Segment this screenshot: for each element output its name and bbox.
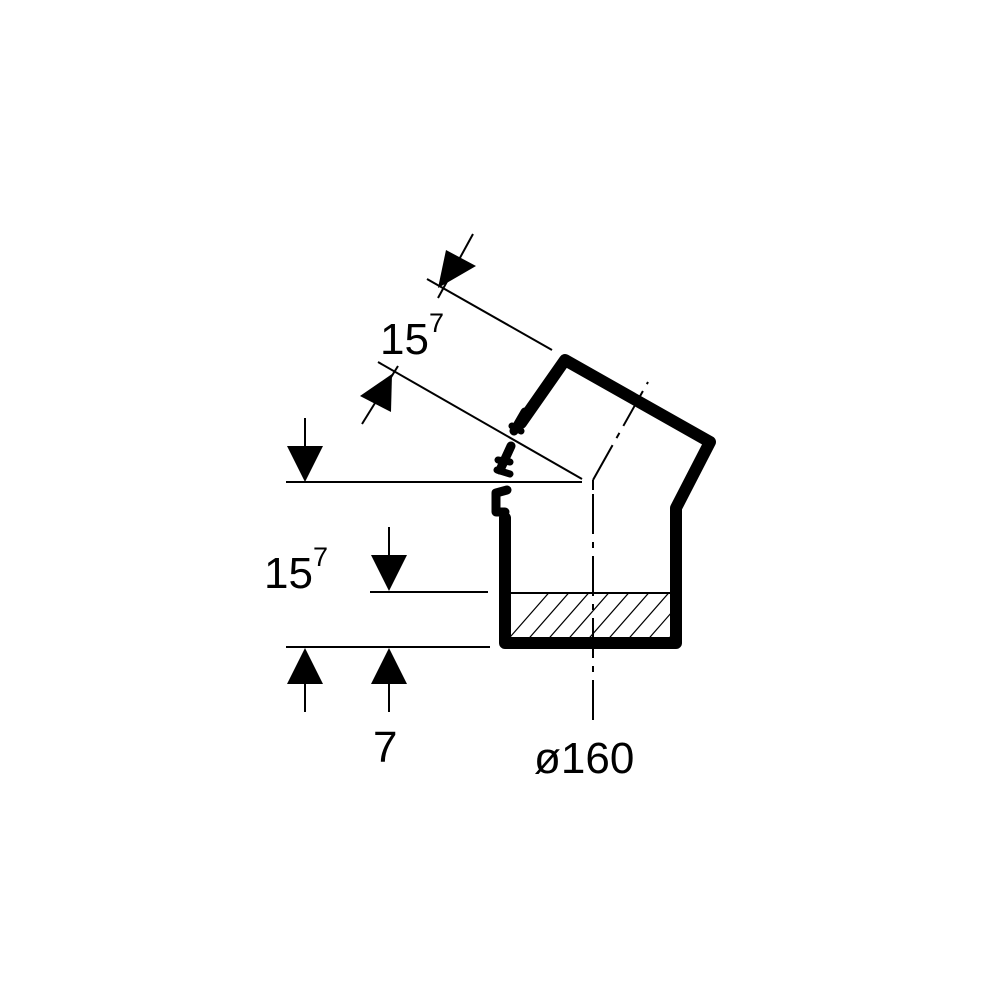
- left-arrow-up: [287, 648, 323, 684]
- lower-offset-label: 157: [264, 542, 328, 598]
- left-down-arrow: [287, 418, 323, 482]
- lower-arrow-up: [371, 648, 407, 684]
- upper-arrow-1: [438, 250, 476, 288]
- pipe-left-wall: [499, 354, 716, 649]
- diameter-label: ø160: [534, 734, 634, 783]
- upper-angled-dimension: [360, 233, 701, 480]
- center-line: [592, 381, 649, 720]
- seal-rib-4: [508, 422, 525, 435]
- seal-rib-3: [491, 485, 512, 517]
- seal-rib-6: [493, 466, 514, 478]
- lower-arrow-down: [371, 555, 407, 591]
- seal-rib-5: [494, 456, 514, 466]
- upper-offset-label: 157: [380, 308, 444, 364]
- pipe-bend-body: [491, 354, 716, 649]
- lower-socket-dimension: [286, 527, 490, 712]
- insertion-depth-label: 7: [373, 723, 397, 772]
- upper-arrow-2: [360, 374, 392, 412]
- socket-hatching: [511, 592, 671, 645]
